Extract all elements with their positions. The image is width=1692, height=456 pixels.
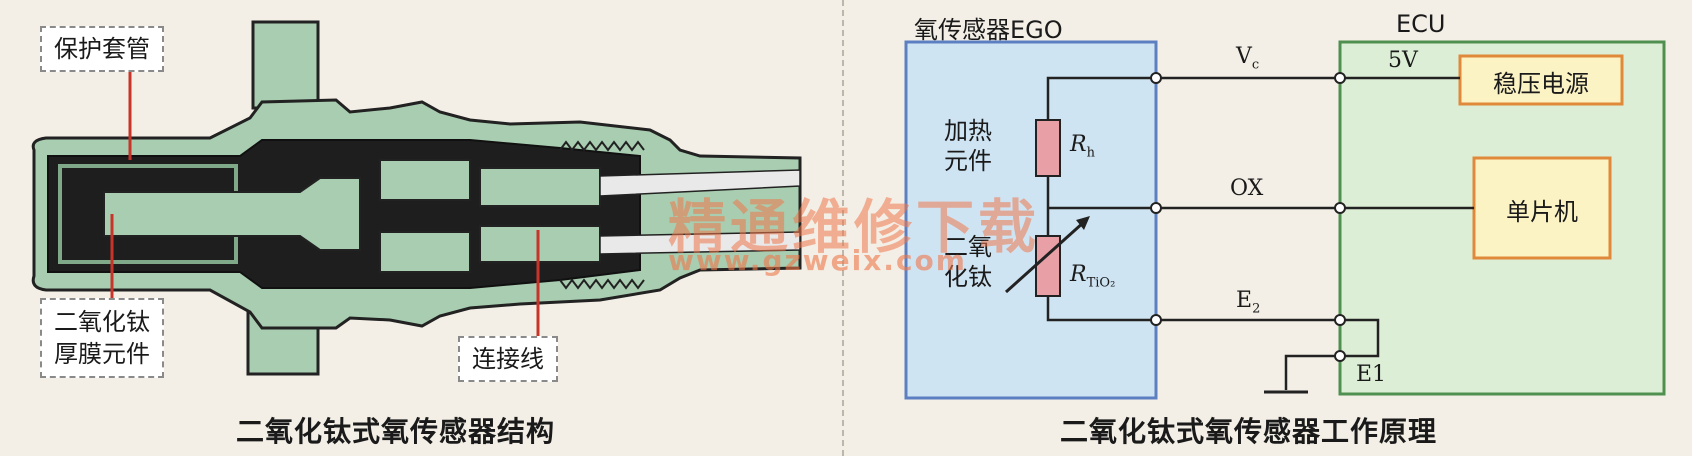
heater-resistor xyxy=(1035,119,1061,177)
regulator-label: 稳压电源 xyxy=(1493,70,1589,98)
vc-main: V xyxy=(1236,44,1252,69)
tio2-element-bar xyxy=(103,177,361,251)
right-caption: 二氧化钛式氧传感器工作原理 xyxy=(1060,415,1438,448)
circuit-panel: 氧传感器EGO ECU 加热 元件 二氧 化钛 Rh RTiO₂ Vc OX E… xyxy=(844,0,1692,456)
left-caption: 二氧化钛式氧传感器结构 xyxy=(236,415,556,448)
ecu-title: ECU xyxy=(1396,10,1446,38)
lead-wire-lower xyxy=(599,231,801,255)
terminal-sensor-e2 xyxy=(1150,314,1162,326)
spring-lower xyxy=(559,278,645,290)
connector-lower xyxy=(479,225,601,263)
vc-label: Vc xyxy=(1236,44,1259,72)
sensor-block xyxy=(904,40,1158,400)
tio2-label: 二氧 化钛 xyxy=(944,232,992,292)
terminal-ecu-vc xyxy=(1334,72,1346,84)
heater-label-line1: 加热 xyxy=(944,117,992,145)
sensor-title: 氧传感器EGO xyxy=(914,16,1063,44)
e2-label: E2 xyxy=(1236,288,1260,316)
sensor-cross-section xyxy=(31,20,802,376)
structure-panel: 保护套管 二氧化钛 厚膜元件 连接线 二氧化钛式氧传感器结构 xyxy=(0,0,842,456)
terminal-sensor-vc xyxy=(1150,72,1162,84)
insulator-lower xyxy=(379,231,471,273)
rh-main: R xyxy=(1070,132,1087,157)
vc-sub: c xyxy=(1251,57,1260,73)
label-protective-sleeve: 保护套管 xyxy=(40,26,164,72)
rtio2-main: R xyxy=(1070,262,1087,287)
panel-divider xyxy=(842,0,844,456)
terminal-sensor-ox xyxy=(1150,202,1162,214)
variable-arrow-line xyxy=(1004,220,1086,294)
tio2-label-line2: 化钛 xyxy=(944,263,992,291)
variable-arrow-head xyxy=(1076,216,1090,230)
connector-upper xyxy=(479,167,601,207)
mcu-label: 单片机 xyxy=(1506,198,1578,226)
watermark-text: 精通维修下载 xyxy=(668,193,1041,261)
ox-label: OX xyxy=(1230,176,1264,201)
lead-wire-upper xyxy=(599,169,801,197)
rh-sub: h xyxy=(1086,145,1095,161)
label-tio2-element-line1: 二氧化钛 xyxy=(54,308,150,336)
wire-e2-e1-loop xyxy=(1346,318,1380,358)
rtio2-sub: TiO₂ xyxy=(1086,275,1116,291)
rh-symbol: Rh xyxy=(1070,132,1095,160)
five-v-label: 5V xyxy=(1388,48,1418,73)
heater-label: 加热 元件 xyxy=(944,116,992,176)
mcu-box xyxy=(1472,156,1612,260)
watermark-url: www.gzweix.com xyxy=(668,244,967,277)
insulator-upper xyxy=(379,159,471,201)
tio2-label-line1: 二氧 xyxy=(944,233,992,261)
label-tio2-element: 二氧化钛 厚膜元件 xyxy=(40,298,164,378)
wire-e2 xyxy=(1046,292,1346,322)
label-connecting-wire: 连接线 xyxy=(458,336,558,382)
wire-vc xyxy=(1046,76,1460,124)
terminal-ecu-ox xyxy=(1334,202,1346,214)
heater-label-line2: 元件 xyxy=(944,147,992,175)
wire-ground xyxy=(1284,354,1346,390)
e2-sub: 2 xyxy=(1252,301,1261,317)
circuit-diagram xyxy=(904,40,1666,400)
rtio2-symbol: RTiO₂ xyxy=(1070,262,1115,290)
e2-main: E xyxy=(1236,288,1253,313)
upper-mount-stud xyxy=(251,20,320,110)
spring-upper xyxy=(559,140,645,152)
terminal-ecu-e2 xyxy=(1334,314,1346,326)
label-tio2-element-line2: 厚膜元件 xyxy=(54,340,150,368)
protective-sleeve xyxy=(58,164,238,264)
regulator-box xyxy=(1458,54,1624,106)
terminal-ecu-e1 xyxy=(1334,350,1346,362)
e1-label: E1 xyxy=(1356,362,1387,387)
